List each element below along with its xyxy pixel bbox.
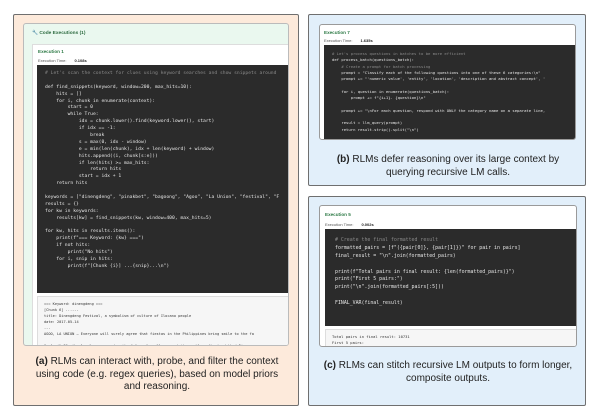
code-line: def process_batch(questions_batch): xyxy=(332,57,414,63)
execution-title: Execution 5 xyxy=(325,212,351,217)
code-line: prompt = "Classify each of the following… xyxy=(332,69,541,75)
code-line xyxy=(45,188,287,195)
code-line: prompt += "'numeric value', 'entity', 'l… xyxy=(332,76,546,82)
caption-b: (b) RLMs defer reasoning over its large … xyxy=(323,154,573,179)
code-line: results = {} xyxy=(45,201,79,207)
caption-c: (c) RLMs can stitch recursive LM outputs… xyxy=(323,360,573,385)
code-line: for i, question in enumerate(questions_b… xyxy=(332,88,450,94)
caption-a: (a) RLMs can interact with, probe, and f… xyxy=(34,356,280,394)
caption-label: (c) xyxy=(323,360,336,371)
code-line: FINAL_VAR(final_result) xyxy=(335,300,403,307)
output-block: === Keyword: dinengdeng === [Chunk 6] ...… xyxy=(37,296,288,346)
code-line: print("First 5 pairs:") xyxy=(335,276,403,283)
code-line: return result.strip().split("\n") xyxy=(332,126,419,132)
code-line: for kw in keywords: xyxy=(45,208,99,214)
time-value: 0.108s xyxy=(74,58,87,63)
code-line: for kw, hits in results.items(): xyxy=(45,229,136,235)
code-line: if idx == -1: xyxy=(45,126,116,132)
code-line: keywords = ["dinengdeng", "pinakbet", "b… xyxy=(45,195,280,201)
execution-title: Execution 7 xyxy=(324,30,350,35)
code-line: e = min(len(chunk), idx + len(keyword) +… xyxy=(45,146,215,152)
code-line: start = idx + 1 xyxy=(45,174,122,180)
code-line: AGOO, LA UNION – Everyone will surely ag… xyxy=(44,332,254,336)
code-line: print(f"=== Keyword: {kw} ===") xyxy=(45,236,144,242)
panel-b: Execution 7 Execution Time: 1.635s # Let'… xyxy=(308,14,586,186)
caption-label: (a) xyxy=(35,356,48,367)
code-line: (12258, 12646) xyxy=(332,346,571,347)
header-label: Code Executions (1) xyxy=(39,31,86,36)
code-line: === Keyword: dinengdeng === xyxy=(44,302,103,306)
time-label: Execution Time: xyxy=(325,222,354,227)
execution-time: Execution Time: 0.108s xyxy=(38,58,87,63)
code-line xyxy=(335,261,568,269)
code-line: s = max(0, idx - window) xyxy=(45,139,147,145)
caption-text: RLMs defer reasoning over its large cont… xyxy=(352,154,560,178)
code-line: start = 0 xyxy=(45,105,93,111)
code-line xyxy=(335,292,568,300)
code-line: print("No hits") xyxy=(45,250,113,256)
code-line: break xyxy=(45,133,105,139)
time-value: 0.002s xyxy=(361,222,374,227)
code-line: formatted_pairs = [f"({pair[0]}, {pair[1… xyxy=(335,244,521,251)
code-line: while True: xyxy=(45,112,99,118)
code-line: return hits xyxy=(45,167,122,173)
code-line: return hits xyxy=(45,181,88,187)
code-executions-card: 🔧 Code Executions (1) Execution 1 Execut… xyxy=(23,23,289,346)
panel-a: 🔧 Code Executions (1) Execution 1 Execut… xyxy=(13,14,299,406)
code-line: for i, snip in hits: xyxy=(45,257,113,263)
code-line xyxy=(45,78,287,85)
panel-c: Execution 5 Execution Time: 0.002s # Crea… xyxy=(308,196,586,406)
code-line: prompt += "\nFor each question, respond … xyxy=(332,107,546,113)
code-line: print(f"Total pairs in final result: {le… xyxy=(335,268,515,275)
code-line: First 5 pairs: xyxy=(332,340,365,345)
code-line: if len(hits) >= max_hits: xyxy=(45,160,150,166)
code-block: # Let's process questions in batches to … xyxy=(324,45,575,139)
execution-card: Execution 7 Execution Time: 1.635s # Let'… xyxy=(319,24,576,140)
execution-card: Execution 5 Execution Time: 0.002s # Crea… xyxy=(319,205,577,347)
time-label: Execution Time: xyxy=(324,38,353,43)
code-line: # Create a prompt for batch processing xyxy=(332,63,431,69)
code-line: prompt += f"{i+1}. {question}\n" xyxy=(332,95,426,101)
code-line: idx = chunk.lower().find(keyword.lower()… xyxy=(45,119,215,125)
code-line: On April 30, the local government unit o… xyxy=(44,344,257,346)
time-value: 1.635s xyxy=(360,38,373,43)
code-line: if not hits: xyxy=(45,243,91,249)
code-line: Total pairs in final result: 10731 xyxy=(332,334,410,339)
code-line: final_result = "\n".join(formatted_pairs… xyxy=(335,252,456,259)
execution-time: Execution Time: 1.635s xyxy=(324,38,373,43)
code-line: print("\n".join(formatted_pairs[:5])) xyxy=(335,284,444,291)
execution-card: Execution 1 Execution Time: 0.108s # Let'… xyxy=(32,44,288,346)
code-block: # Let's scan the context for clues using… xyxy=(37,65,288,293)
code-line: date: 2017-05-14 xyxy=(44,320,79,324)
code-line: # Let's scan the context for clues using… xyxy=(45,71,277,76)
code-line: print(f"[Chunk {i}] ...{snip}...\n") xyxy=(45,263,170,269)
code-line: # Create the final formatted result xyxy=(335,237,439,243)
code-line: title: Dinengdeng Festival, a symbolism … xyxy=(44,314,192,318)
code-executions-header[interactable]: 🔧 Code Executions (1) xyxy=(32,31,85,36)
time-label: Execution Time: xyxy=(38,58,67,63)
code-line: hits.append((i, chunk[s:e])) xyxy=(45,153,158,159)
execution-time: Execution Time: 0.002s xyxy=(325,222,374,227)
code-line: hits = [] xyxy=(45,91,82,97)
code-line: --- xyxy=(44,326,51,330)
code-line: def find_snippets(keyword, window=200, m… xyxy=(45,84,192,90)
code-line: results[kw] = find_snippets(kw, window=4… xyxy=(45,215,212,221)
wrench-icon: 🔧 xyxy=(32,31,38,36)
code-line: result = llm_query(prompt) xyxy=(332,120,403,126)
code-line: [Chunk 6] ...--- xyxy=(44,308,79,312)
code-line: for i, chunk in enumerate(context): xyxy=(45,98,156,104)
caption-text: RLMs can stitch recursive LM outputs to … xyxy=(338,360,573,384)
execution-title: Execution 1 xyxy=(38,49,64,54)
code-line: # Let's process questions in batches to … xyxy=(332,51,466,56)
caption-text: RLMs can interact with, probe, and filte… xyxy=(35,356,279,392)
caption-label: (b) xyxy=(336,154,350,165)
